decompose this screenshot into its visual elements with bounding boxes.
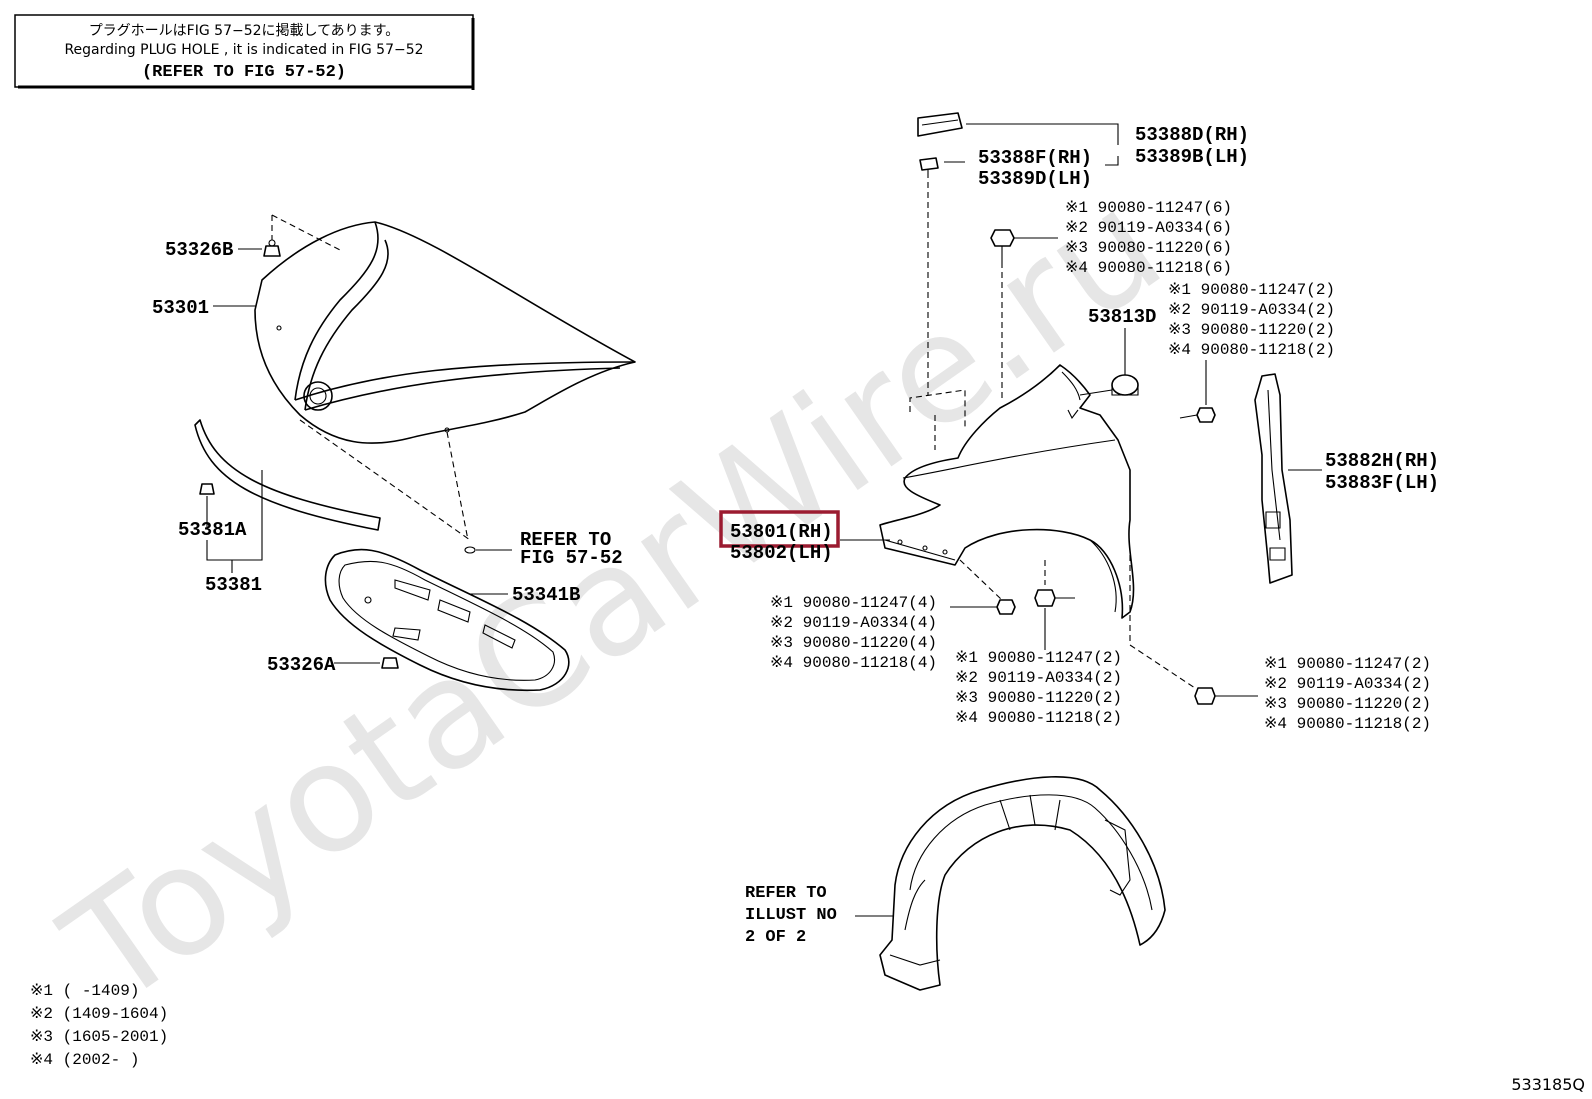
legend-item-2: ※2 (1409-1604) (30, 1005, 168, 1023)
bolt-top-3: ※3 90080-11220(6) (1065, 239, 1232, 257)
refer-fig-line-2: FIG 57-52 (520, 547, 623, 569)
highlight-box-53801 (719, 510, 840, 548)
label-53389B: 53389B(LH) (1135, 146, 1249, 168)
fender-bracket-drawing (1254, 373, 1293, 584)
bolt-right-1: ※1 90080-11247(2) (1168, 281, 1335, 299)
bolt-icon-lowright (1194, 687, 1216, 705)
label-53326A: 53326A (267, 654, 336, 676)
refer-fig-line-1: REFER TO (520, 529, 611, 551)
bolt-left-2: ※2 90119-A0334(4) (770, 614, 937, 632)
legend-item-3: ※3 (1605-2001) (30, 1028, 168, 1046)
label-53813D: 53813D (1088, 306, 1156, 328)
label-53326B: 53326B (165, 239, 233, 261)
bolt-icon-mid (1034, 589, 1075, 607)
label-53389D: 53389D(LH) (978, 168, 1092, 190)
bolt-icon-left (996, 599, 1016, 615)
label-53301: 53301 (152, 297, 209, 319)
bolt-mid-4: ※4 90080-11218(2) (955, 709, 1122, 727)
clip-icon-53326B (263, 239, 281, 257)
note-line-3: (REFER TO FIG 57-52) (142, 63, 346, 82)
watermark: ToyotaCarWire.ru (35, 157, 1192, 1040)
grommet-icon-53813D (1111, 374, 1139, 396)
legend-item-1: ※1 ( -1409) (30, 982, 139, 1000)
hood-insulator-drawing (324, 548, 570, 692)
fender-dashed-leaders (909, 182, 1196, 689)
fender-liner-drawing (879, 776, 1166, 991)
label-53381A: 53381A (178, 519, 247, 541)
label-53341B: 53341B (512, 584, 580, 606)
bolt-lowright-2: ※2 90119-A0334(2) (1264, 675, 1431, 693)
label-53802: 53802(LH) (730, 542, 833, 564)
bolt-right-4: ※4 90080-11218(2) (1168, 341, 1335, 359)
refer-illust-line-1: REFER TO (745, 884, 827, 903)
bolt-right-2: ※2 90119-A0334(2) (1168, 301, 1335, 319)
bolt-lowright-4: ※4 90080-11218(2) (1264, 715, 1431, 733)
bolt-left-4: ※4 90080-11218(4) (770, 654, 937, 672)
note-line-1: プラグホールはFIG 57−52に掲載してあります。 (89, 23, 400, 39)
bolt-mid-1: ※1 90080-11247(2) (955, 649, 1122, 667)
refer-illust-line-3: 2 OF 2 (745, 928, 806, 947)
clip-icon-53326A (381, 657, 399, 669)
bolt-icon-right (1196, 407, 1216, 423)
figure-code: 533185Q (1511, 1075, 1585, 1094)
label-53801: 53801(RH) (730, 521, 833, 543)
bolt-top-2: ※2 90119-A0334(6) (1065, 219, 1232, 237)
bolt-mid-3: ※3 90080-11220(2) (955, 689, 1122, 707)
refer-illust-line-2: ILLUST NO (745, 906, 837, 925)
bolt-left-1: ※1 90080-11247(4) (770, 594, 937, 612)
label-53381: 53381 (205, 574, 262, 596)
bolt-top-4: ※4 90080-11218(6) (1065, 259, 1232, 277)
label-53388F: 53388F(RH) (978, 147, 1092, 169)
hood-panel-drawing (254, 221, 636, 444)
bolt-right-3: ※3 90080-11220(2) (1168, 321, 1335, 339)
bolt-icon-top (990, 229, 1015, 262)
bolt-lowright-1: ※1 90080-11247(2) (1264, 655, 1431, 673)
front-fender-drawing (879, 364, 1135, 619)
label-53388D: 53388D(RH) (1135, 124, 1249, 146)
note-box: プラグホールはFIG 57−52に掲載してあります。 Regarding PLU… (14, 14, 475, 90)
bolt-mid-2: ※2 90119-A0334(2) (955, 669, 1122, 687)
bolt-left-3: ※3 90080-11220(4) (770, 634, 937, 652)
label-53882H: 53882H(RH) (1325, 450, 1439, 472)
hood-dashed-leaders (271, 214, 471, 541)
clip-icon-53381A (199, 483, 215, 495)
legend-item-4: ※4 (2002- ) (30, 1051, 139, 1069)
label-53883F: 53883F(LH) (1325, 472, 1439, 494)
bolt-top-1: ※1 90080-11247(6) (1065, 199, 1232, 217)
bolt-lowright-3: ※3 90080-11220(2) (1264, 695, 1431, 713)
fender-seal-drawing (917, 112, 963, 178)
weatherstrip-drawing (194, 419, 381, 531)
note-line-2: Regarding PLUG HOLE , it is indicated in… (64, 42, 423, 58)
